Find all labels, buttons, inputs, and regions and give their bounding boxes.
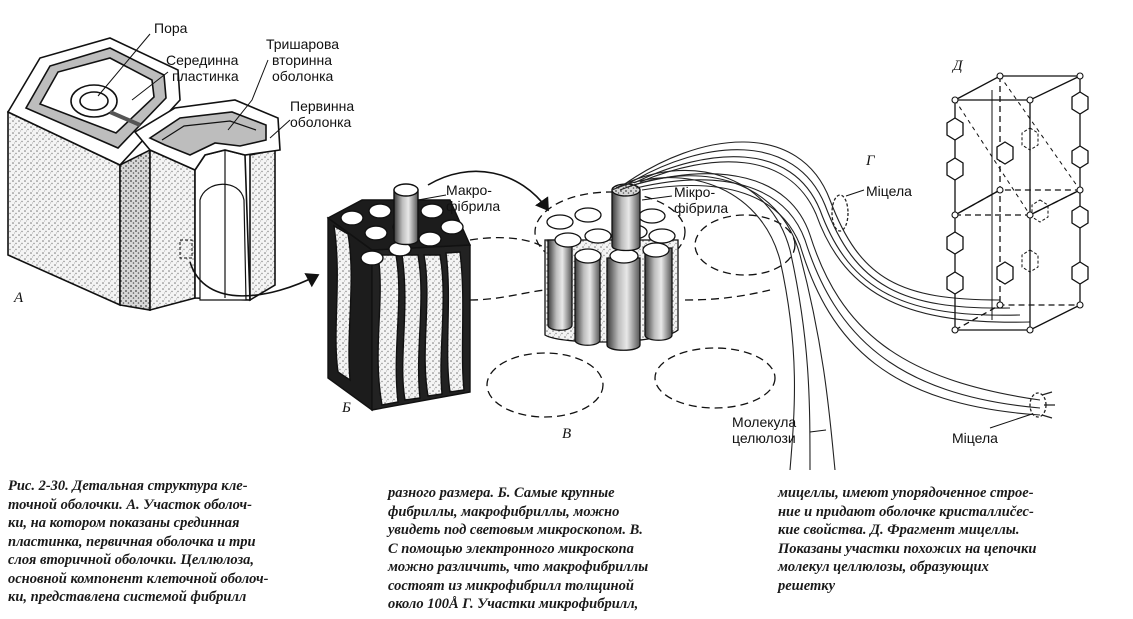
caption-line: состоят из микрофибрилл толщиной (388, 577, 634, 594)
label-macrofibril-line1: Макро- (446, 182, 492, 198)
arrow-a-to-b (189, 261, 320, 297)
panel-v-microfibrils (469, 183, 796, 418)
panel-letter-g: Г (866, 153, 875, 169)
label-micelle-top: Міцела (866, 183, 912, 199)
caption-line: молекул целлюлозы, образующих (778, 559, 989, 575)
label-primary-wall-line1: Первинна (290, 98, 355, 114)
leader-pore (97, 33, 151, 97)
leader-micelle-bottom (989, 413, 1033, 429)
caption-line: увидеть под световым микроскопом. В. (388, 522, 643, 538)
leader-microfibril (641, 195, 673, 201)
label-cellulose-line1: Молекула (732, 414, 797, 430)
label-secondary-wall-line2: вторинна (272, 52, 333, 68)
caption-line: слоя вторичной оболочки. Целлюлоза, (8, 552, 255, 568)
caption-line: Показаны участки похожих на цепочки (778, 540, 1037, 557)
leader-cellulose (809, 429, 827, 433)
label-macrofibril: Макро- фібрила (446, 182, 500, 214)
label-primary-wall-line2: оболонка (290, 114, 352, 130)
label-microfibril: Мікро- фібрила (674, 184, 728, 216)
label-middle-lamella-line1: Серединна (166, 52, 239, 68)
panel-letter-a: А (14, 290, 24, 306)
label-secondary-wall-line3: оболонка (272, 68, 334, 84)
caption-line: точной оболочки. А. Участок оболоч- (8, 496, 252, 513)
arrow-b-to-v (427, 170, 549, 212)
label-cellulose-molecule: Молекула целюлози (732, 414, 796, 446)
label-secondary-wall-line1: Тришарова (266, 36, 340, 52)
caption-column-1: Рис. 2-30. Детальная структура кле- точн… (8, 477, 268, 607)
panel-letter-b: Б (342, 400, 351, 416)
label-microfibril-line2: фібрила (674, 200, 729, 216)
caption-line: фибриллы, макрофибриллы, можно (388, 503, 620, 520)
caption-line: ки, на котором показаны срединная (8, 515, 240, 531)
caption-line: кие свойства. Д. Фрагмент мицеллы. (778, 522, 1020, 538)
label-primary-wall: Первинна оболонка (290, 98, 354, 130)
caption-line: основной компонент клеточной оболоч- (8, 570, 269, 587)
panel-d-micelle-lattice (946, 72, 1089, 334)
caption-line: ки, представлена системой фибрилл (8, 589, 247, 605)
caption-line: С помощью электронного микроскопа (388, 540, 634, 557)
caption-column-2: разного размера. Б. Самые крупные фибрил… (388, 484, 648, 614)
cell-wall-diagram (6, 33, 1089, 470)
caption-line: разного размера. Б. Самые крупные (388, 485, 615, 501)
label-secondary-wall: Тришарова вторинна оболонка (266, 36, 339, 84)
caption-line: ние и придают оболочке кристаллиčес- (778, 503, 1034, 520)
caption-column-3: мицеллы, имеют упорядоченное строе- ние … (778, 484, 1036, 595)
panel-letter-v: В (562, 426, 572, 442)
label-microfibril-line1: Мікро- (674, 184, 716, 200)
panel-letter-d: Д (953, 58, 963, 74)
caption-line: пластинка, первичная оболочка и три (8, 533, 256, 550)
leader-macrofibril (417, 194, 447, 201)
caption-line: решетку (778, 577, 836, 594)
label-middle-lamella: Серединна пластинка (166, 52, 239, 84)
label-micelle-bottom: Міцела (952, 430, 998, 446)
caption-line: можно различить, что макрофибриллы (388, 559, 649, 575)
panel-b-macrofibril-bundle (326, 183, 472, 412)
label-cellulose-line2: целюлози (732, 430, 796, 446)
label-macrofibril-line2: фібрила (446, 198, 501, 214)
caption-line: около 100Å Г. Участки микрофибрилл, (388, 596, 639, 612)
leader-middle-lamella (131, 71, 169, 101)
leader-micelle-top (845, 189, 865, 197)
leader-lines (97, 33, 1033, 433)
caption-line: Рис. 2-30. Детальная структура кле- (8, 478, 248, 494)
label-pore: Пора (154, 20, 188, 36)
leader-secondary-wall (227, 59, 269, 131)
panel-g-microfibril-strands (611, 141, 1055, 470)
label-middle-lamella-line2: пластинка (172, 68, 239, 84)
panel-a-cell-wall-block (6, 37, 281, 312)
caption-line: мицеллы, имеют упорядоченное строе- (778, 485, 1034, 501)
leader-primary-wall (269, 119, 291, 139)
